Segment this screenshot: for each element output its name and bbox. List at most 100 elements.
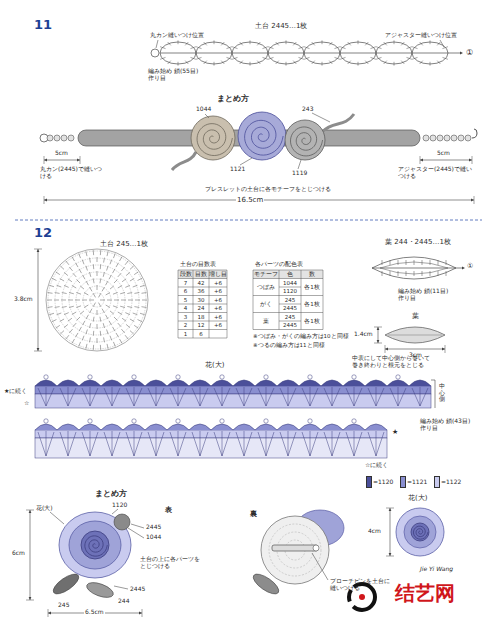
stitch-mark	[93, 317, 95, 322]
stitch-mark	[422, 260, 423, 265]
stitch-mark	[293, 42, 296, 45]
stitch-mark	[196, 47, 201, 49]
stitch-mark	[130, 279, 134, 282]
note-text: ※つるの編み方は11と同様	[253, 342, 325, 348]
table-rule	[178, 270, 227, 271]
flower-petal	[404, 516, 436, 548]
stitch-mark	[244, 387, 245, 406]
dimension-label: 5cm	[55, 150, 68, 157]
stitch-mark	[170, 432, 178, 456]
stitch-mark	[64, 313, 69, 315]
stitch-mark	[110, 260, 112, 265]
stitch-mark	[76, 263, 79, 267]
stitch-mark	[312, 42, 315, 45]
shell-stitch	[145, 380, 167, 386]
stitch-mark	[340, 57, 345, 59]
stitch-mark	[97, 338, 98, 343]
stitch-mark	[72, 286, 76, 289]
stitch-mark	[134, 306, 139, 308]
table-rule	[253, 329, 323, 330]
stitch-mark	[298, 47, 303, 49]
stitch-mark	[84, 293, 88, 296]
picot	[44, 419, 48, 423]
stitch-mark	[406, 260, 407, 265]
stitch-mark	[97, 271, 98, 276]
dimension-line	[44, 160, 80, 161]
stitch-mark	[75, 300, 80, 301]
stitch-mark	[38, 432, 46, 456]
stitch-mark	[262, 57, 267, 59]
stitch-mark	[200, 432, 208, 456]
table-rule	[178, 295, 227, 296]
stitch-mark	[120, 339, 123, 343]
stitch-mark	[244, 388, 252, 406]
stitch-mark	[103, 337, 105, 342]
round-guide	[69, 272, 125, 328]
stitch-mark	[412, 47, 417, 49]
shell-stitch	[167, 380, 189, 386]
stitch-mark	[120, 306, 125, 307]
table-cell: 6	[178, 288, 193, 294]
stitch-mark	[168, 42, 171, 45]
stitch-mark	[226, 57, 231, 59]
stitch-mark	[322, 40, 323, 44]
stitch-mark	[420, 42, 423, 45]
leaf-shape	[385, 327, 445, 343]
stitch-mark	[382, 260, 383, 265]
legend-text: =1122	[441, 479, 461, 486]
stitch-mark	[214, 432, 222, 456]
stitch-mark	[370, 47, 375, 49]
table-cell: 増し目	[209, 271, 227, 277]
stitch-mark	[127, 293, 132, 294]
table-rule	[253, 312, 323, 313]
shell-stitch	[79, 424, 101, 430]
stitch-mark	[178, 432, 186, 456]
stitch-mark	[214, 62, 215, 66]
dimension-line	[420, 160, 472, 161]
color-number: 1121	[230, 166, 245, 173]
stitch-mark	[288, 388, 296, 406]
shell-stitch	[167, 424, 189, 430]
arrowhead	[29, 510, 32, 513]
picot	[396, 375, 400, 379]
stitch-mark	[60, 319, 64, 322]
table-rule	[279, 321, 301, 322]
flower-band	[35, 375, 431, 408]
stitch-mark	[97, 324, 98, 329]
stitch-mark	[122, 279, 126, 282]
pin-clasp	[313, 545, 319, 551]
stitch-mark	[49, 285, 54, 286]
table-cell: 葉	[253, 318, 279, 324]
leader-line	[312, 113, 330, 122]
shell-stitch	[123, 380, 145, 386]
stitch-mark	[138, 320, 143, 322]
crochet-chart	[151, 40, 461, 65]
flower-petal	[59, 512, 131, 578]
dimension-line	[390, 508, 391, 556]
stitch-mark	[93, 345, 94, 350]
chain-link	[444, 135, 450, 141]
rose-petal	[285, 120, 325, 160]
part-title: 花(大)	[205, 361, 224, 369]
leaf	[50, 570, 81, 597]
stitch-mark	[79, 342, 81, 347]
dimension-line	[30, 510, 31, 600]
shell-stitch	[35, 380, 57, 386]
stitch-mark	[56, 325, 60, 328]
stitch-mark	[358, 40, 359, 44]
crochet-chart	[46, 249, 148, 351]
table-cell: 各1枚	[301, 284, 323, 290]
stitch-mark	[438, 271, 439, 276]
table-cell: モチーフ	[253, 271, 279, 277]
stitch-mark	[55, 292, 60, 294]
table-cell: 1	[178, 331, 193, 337]
part-title: 花(大)	[408, 494, 427, 502]
section-heading: まとめ方	[217, 94, 249, 103]
stitch-mark	[332, 432, 340, 456]
shell-stitch	[343, 424, 365, 430]
rose-motif	[285, 120, 325, 160]
chain-line	[372, 268, 456, 269]
stitch-mark	[114, 317, 118, 321]
stitch-mark	[80, 311, 84, 314]
stitch-mark	[102, 309, 105, 313]
